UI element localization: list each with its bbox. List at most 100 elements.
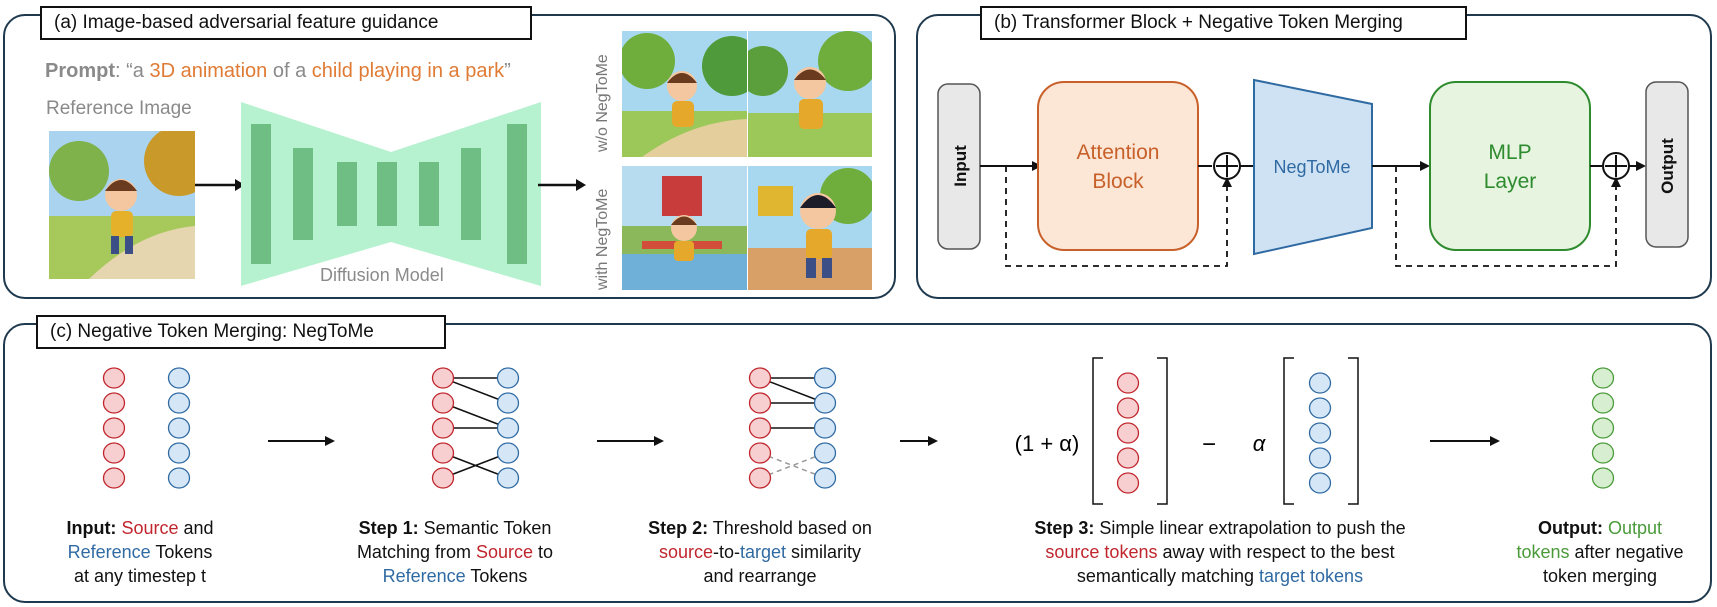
source-token xyxy=(102,467,126,489)
reference-token xyxy=(167,392,191,414)
attention-label-1: Attention xyxy=(1077,141,1160,164)
source-token xyxy=(431,417,455,439)
reference-image xyxy=(49,131,195,279)
output-box xyxy=(1645,81,1689,248)
caption-step3: Step 3: Simple linear extrapolation to p… xyxy=(1034,518,1406,586)
match-line xyxy=(442,402,509,429)
match-line xyxy=(442,452,509,479)
source-token xyxy=(102,442,126,464)
source-token xyxy=(748,392,772,414)
kept-match-line xyxy=(759,377,826,404)
arrow-input-step1-head xyxy=(325,436,335,446)
caption-step2: Step 2: Threshold based on source-to-tar… xyxy=(648,518,872,586)
matrix-bracket-left xyxy=(1283,357,1294,505)
mlp-label-1: MLP xyxy=(1488,141,1531,164)
target-token xyxy=(1308,372,1332,394)
arrow-from-model xyxy=(538,179,586,191)
prompt-mid: of a xyxy=(267,60,312,82)
arrow-to-model xyxy=(195,179,245,191)
reference-token xyxy=(167,442,191,464)
caption-output: Output: Output tokens after negative tok… xyxy=(1516,518,1684,586)
attention-label-2: Block xyxy=(1092,170,1144,193)
mlp-block xyxy=(1429,81,1591,251)
model-bar xyxy=(293,148,313,240)
prompt-text: Prompt: “a 3D animation of a child playi… xyxy=(45,60,511,83)
matrix-bracket-right xyxy=(1157,357,1168,505)
source-token xyxy=(748,442,772,464)
alpha-symbol: α xyxy=(1253,431,1267,456)
reference-token xyxy=(813,417,837,439)
prompt-close: ” xyxy=(504,60,511,82)
attention-block xyxy=(1037,81,1199,251)
source-token xyxy=(431,392,455,414)
output-token xyxy=(1591,467,1615,489)
row-label-without: w/o NegToMe xyxy=(594,54,611,152)
model-bar xyxy=(461,148,481,240)
panel-c xyxy=(3,323,1712,603)
target-token xyxy=(1308,397,1332,419)
reference-token xyxy=(496,367,520,389)
matrix-bracket-left xyxy=(1092,357,1103,505)
prompt-open: : “a xyxy=(115,60,150,82)
reference-token xyxy=(167,467,191,489)
reference-token xyxy=(167,367,191,389)
source-token xyxy=(102,367,126,389)
source-token xyxy=(102,417,126,439)
target-token xyxy=(1308,447,1332,469)
source-token xyxy=(431,467,455,489)
model-bar xyxy=(419,162,439,226)
arrow-step1-step2-head xyxy=(654,436,664,446)
output-label: Output xyxy=(1658,138,1677,194)
source-token xyxy=(1116,472,1140,494)
output-token xyxy=(1591,417,1615,439)
model-bar xyxy=(251,124,271,264)
prompt-subject: child playing in a park xyxy=(311,60,505,82)
minus-sign: − xyxy=(1202,431,1216,458)
skip-connection-2 xyxy=(1395,166,1617,267)
source-token xyxy=(748,467,772,489)
model-bar xyxy=(337,162,357,226)
source-token xyxy=(431,367,455,389)
reference-token xyxy=(167,417,191,439)
reference-token xyxy=(496,467,520,489)
match-line xyxy=(442,377,509,404)
input-label: Input xyxy=(951,145,970,187)
panel-b-title: (b) Transformer Block + Negative Token M… xyxy=(980,6,1467,40)
matrix-bracket-right xyxy=(1348,357,1359,505)
target-token xyxy=(1308,472,1332,494)
panel-c-title: (c) Negative Token Merging: NegToMe xyxy=(36,315,446,349)
panel-a-title: (a) Image-based adversarial feature guid… xyxy=(40,6,532,40)
reference-token xyxy=(496,442,520,464)
reference-token xyxy=(813,367,837,389)
reference-token xyxy=(496,392,520,414)
reference-token xyxy=(813,467,837,489)
target-token xyxy=(1308,422,1332,444)
row-label-with: with NegToMe xyxy=(594,188,611,290)
negtome-label: NegToMe xyxy=(1273,157,1350,177)
reference-token xyxy=(496,417,520,439)
source-token xyxy=(431,442,455,464)
output-token xyxy=(1591,442,1615,464)
reference-token xyxy=(813,392,837,414)
output-image-without-2 xyxy=(748,31,872,157)
token-diagram: (1 + α) − α xyxy=(102,357,1615,505)
caption-input: Input: Source and Reference Tokens at an… xyxy=(66,518,214,586)
skip-connection-1 xyxy=(1005,166,1228,267)
residual-add-icon xyxy=(1213,152,1241,180)
output-image-with-2 xyxy=(748,166,872,290)
extrapolation-coefficient: (1 + α) xyxy=(1015,431,1080,456)
caption-step1: Step 1: Semantic Token Matching from Sou… xyxy=(356,518,554,586)
diffusion-model xyxy=(241,102,541,286)
output-image-without-1 xyxy=(622,31,747,157)
source-token xyxy=(748,417,772,439)
source-token xyxy=(1116,397,1140,419)
dropped-match-line xyxy=(759,452,826,479)
model-bar xyxy=(377,162,397,226)
dropped-match-line xyxy=(759,452,826,479)
model-bar xyxy=(507,124,527,264)
output-image-with-1 xyxy=(622,166,747,290)
arrow-step3-output-head xyxy=(1490,436,1500,446)
negtome-block xyxy=(1253,78,1373,256)
residual-add-icon xyxy=(1602,152,1630,180)
arrow-step2-step3-head xyxy=(928,436,938,446)
